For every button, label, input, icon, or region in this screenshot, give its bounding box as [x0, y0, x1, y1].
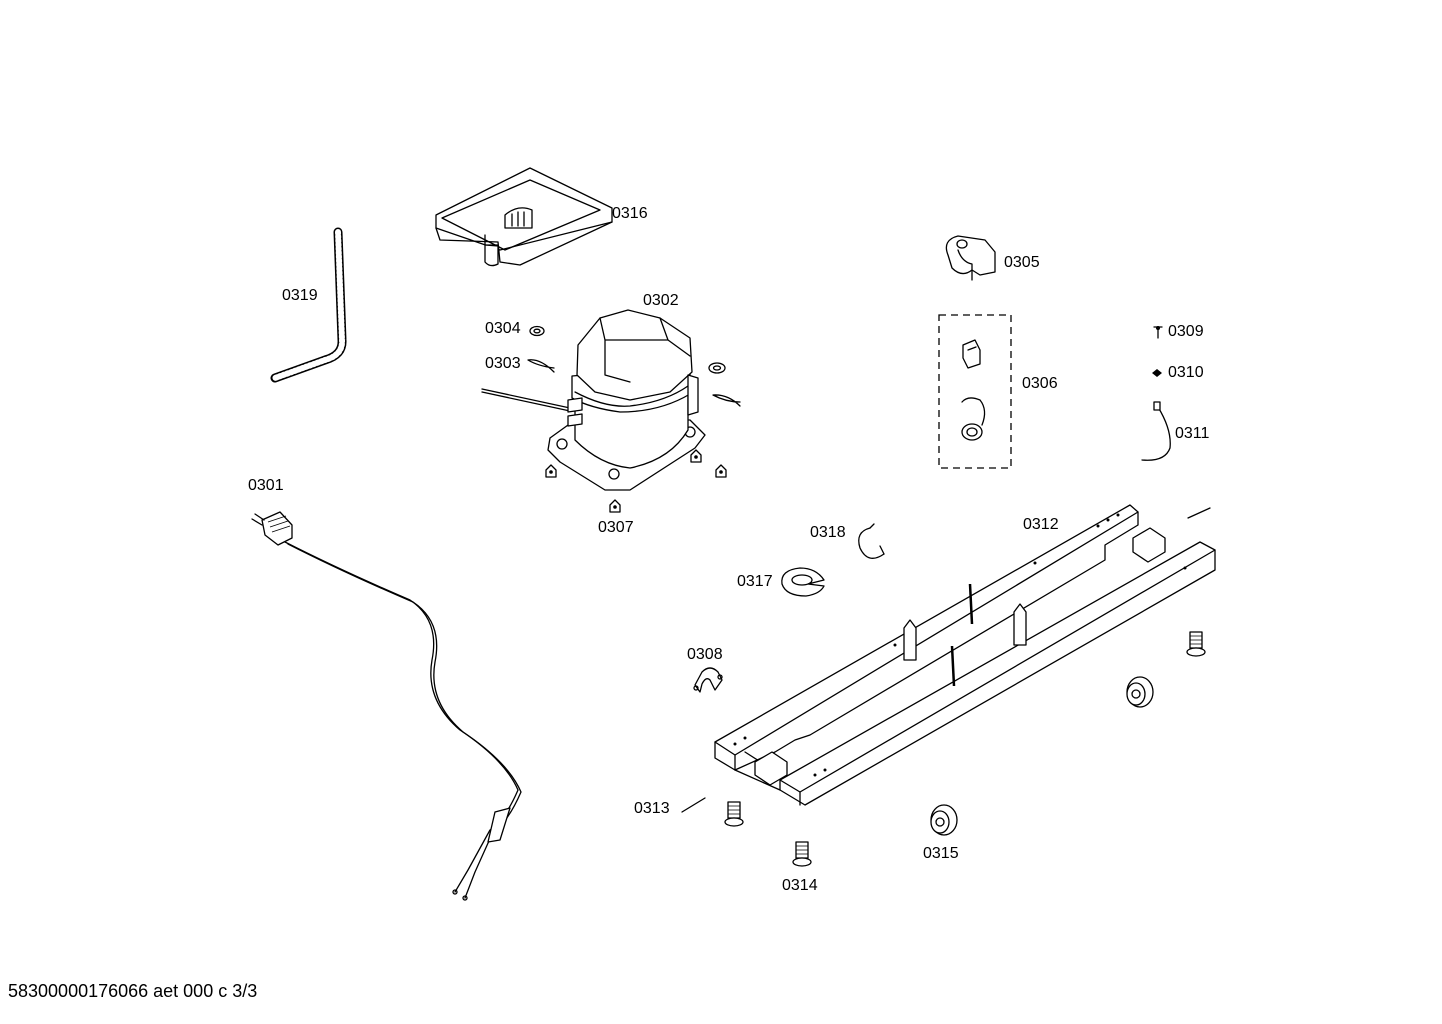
corrugated-tube-0319	[270, 227, 347, 383]
label-0302: 0302	[643, 292, 679, 309]
bracket-0308	[693, 667, 723, 693]
screw-0309	[1153, 326, 1163, 339]
label-0308: 0308	[687, 646, 723, 663]
label-0306: 0306	[1022, 375, 1058, 392]
label-0304: 0304	[485, 320, 521, 337]
label-0312: 0312	[1023, 516, 1059, 533]
cap-0317	[781, 567, 825, 597]
label-0303: 0303	[485, 355, 521, 372]
snap-ring-0318	[858, 523, 885, 559]
power-cord-0301	[251, 511, 522, 901]
drip-tray-0316	[435, 167, 613, 267]
label-0317: 0317	[737, 573, 773, 590]
roller-0315	[930, 676, 1154, 836]
screw-0314	[724, 631, 1206, 867]
label-0307: 0307	[598, 519, 634, 536]
label-0313: 0313	[634, 800, 670, 817]
label-0310: 0310	[1168, 364, 1204, 381]
relay-group-0306	[938, 314, 1012, 469]
label-0309: 0309	[1168, 323, 1204, 340]
document-id-footer: 58300000176066 aet 000 c 3/3	[8, 981, 258, 1001]
label-0311: 0311	[1175, 425, 1210, 442]
label-0315: 0315	[923, 845, 959, 862]
wire-0311	[1141, 401, 1171, 461]
relay-cover-0305	[945, 235, 996, 281]
label-0305: 0305	[1004, 254, 1040, 271]
label-0319: 0319	[282, 287, 318, 304]
pin-0313	[681, 507, 1211, 813]
label-0318: 0318	[810, 524, 846, 541]
label-0301: 0301	[248, 477, 284, 494]
clip-0303	[527, 359, 741, 407]
nuts-0307	[545, 449, 727, 513]
label-0316: 0316	[612, 205, 648, 222]
label-0314: 0314	[782, 877, 818, 894]
base-frame-0312	[714, 504, 1216, 806]
compressor-0302	[481, 309, 706, 491]
screw-0310	[1152, 369, 1162, 377]
grommet-0304	[529, 325, 726, 374]
